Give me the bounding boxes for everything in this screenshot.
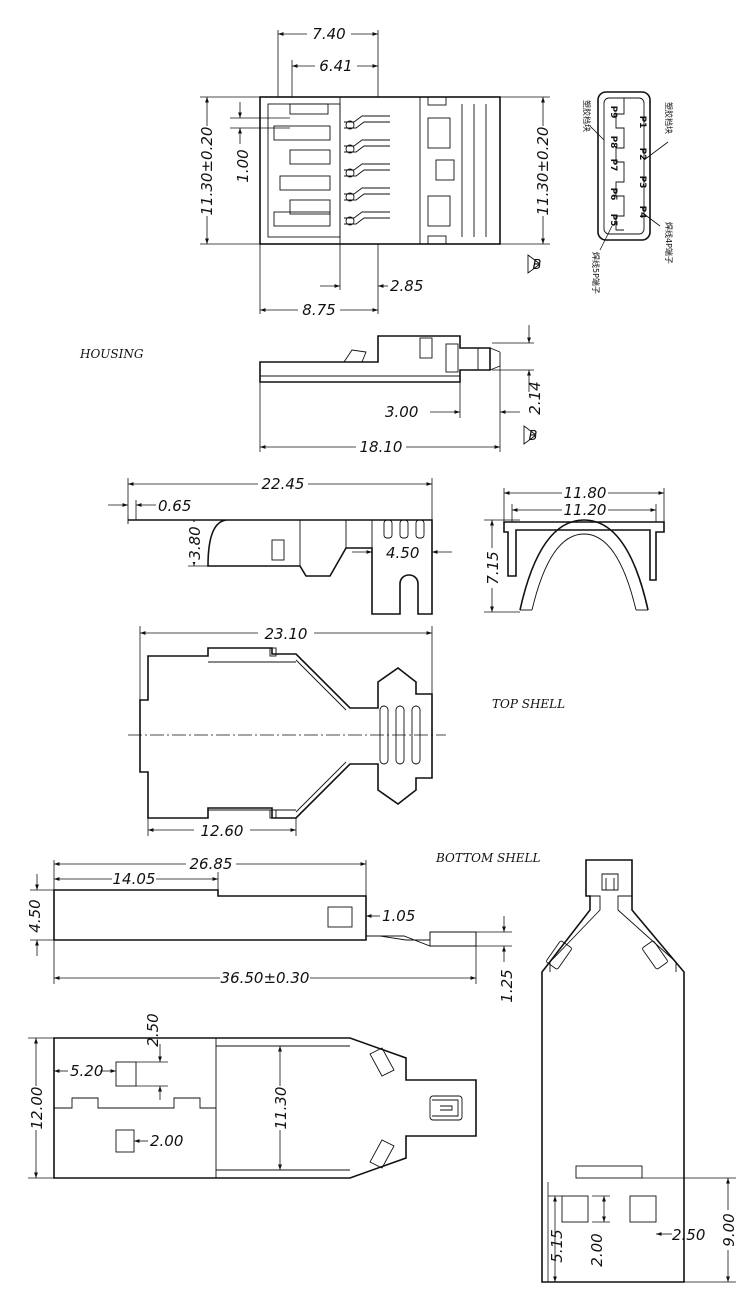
dim-26.85: 26.85 (190, 855, 233, 873)
dim-0.65: 0.65 (158, 497, 191, 515)
label-bottom-shell: BOTTOM SHELL (435, 851, 540, 865)
dim-22.45: 22.45 (262, 475, 305, 493)
dim-12.00: 12.00 (28, 1087, 46, 1130)
bottom-shell-plan-dimensions: 2.50 5.20 12.00 11.30 2.00 (28, 1013, 290, 1179)
dim-2.14: 2.14 (526, 381, 544, 414)
housing-side-view (259, 335, 501, 383)
pin-p6: P6 (608, 188, 618, 201)
pin-p3: P3 (637, 176, 647, 189)
dim-12.60: 12.60 (201, 822, 244, 840)
top-shell-end-dimensions: 11.80 11.20 7.15 (484, 484, 665, 613)
dim-11.30-right: 11.30±0.20 (534, 127, 552, 216)
dim-11.30-left: 11.30±0.20 (198, 127, 216, 216)
dim-3.80: 3.80 (186, 526, 204, 559)
dim-2.00-right: 2.00 (588, 1233, 606, 1266)
dim-1.25: 1.25 (498, 969, 516, 1002)
dim-1.00: 1.00 (234, 149, 252, 182)
cn-label-4p-terminal: 焊线4P端子 (664, 222, 674, 264)
dim-2.50-top: 2.50 (144, 1013, 162, 1046)
dim-23.10: 23.10 (265, 625, 308, 643)
pin-p7: P7 (608, 159, 618, 172)
bottom-shell-underside-dimensions: 5.15 2.00 2.50 9.00 (547, 1177, 738, 1283)
bottom-shell-plan-view (53, 1037, 477, 1179)
top-shell-plan-view (128, 647, 446, 819)
svg-text:B: B (533, 258, 542, 273)
dim-11.30-bottom: 11.30 (272, 1087, 290, 1130)
dim-7.40: 7.40 (312, 25, 345, 43)
label-housing: HOUSING (79, 347, 144, 361)
housing-side-dimensions: 2.14 3.00 18.10 B (259, 325, 544, 456)
dim-3.00: 3.00 (385, 403, 418, 421)
pin-p5: P5 (608, 214, 618, 227)
housing-end-view: P1 P2 P3 P4 P5 P6 P7 P8 P9 塑胶档块 塑胶档块 焊线5… (582, 91, 674, 294)
svg-text:B: B (529, 429, 538, 444)
bottom-shell-underside-view (541, 859, 685, 1283)
dim-2.00-left: 2.00 (150, 1132, 183, 1150)
dim-18.10: 18.10 (360, 438, 403, 456)
dim-4.50-top: 4.50 (386, 544, 419, 562)
datum-b-marker: B (527, 254, 542, 274)
dim-9.00: 9.00 (720, 1213, 738, 1246)
cn-label-plastic-stop-right: 塑胶档块 (664, 102, 674, 134)
pin-p2: P2 (637, 148, 647, 161)
dim-36.50: 36.50±0.30 (221, 969, 310, 987)
dim-2.50-right: 2.50 (672, 1226, 705, 1244)
cn-label-5p-terminal: 焊线5P端子 (591, 252, 601, 294)
cn-label-plastic-stop-left: 塑胶档块 (582, 100, 592, 132)
dim-4.50-bottom: 4.50 (26, 899, 44, 932)
housing-dimensions: 7.40 6.41 1.00 11.30±0.20 11.30±0.20 2.8… (198, 25, 552, 319)
pin-p8: P8 (608, 136, 618, 149)
dim-14.05: 14.05 (113, 870, 156, 888)
top-shell-side-view (127, 516, 433, 615)
bottom-shell-side-dimensions: 26.85 14.05 4.50 1.05 36.50±0.30 1.25 (26, 855, 516, 1003)
dim-5.20: 5.20 (70, 1062, 103, 1080)
top-shell-end-view (503, 519, 665, 611)
housing-top-view (259, 96, 501, 245)
dim-11.80: 11.80 (564, 484, 607, 502)
label-top-shell: TOP SHELL (492, 697, 565, 711)
pin-labels: P1 P2 P3 P4 P5 P6 P7 P8 P9 (608, 106, 647, 227)
dim-5.15: 5.15 (548, 1229, 566, 1262)
pin-p9: P9 (608, 106, 618, 119)
dim-1.05: 1.05 (382, 907, 415, 925)
housing-contacts (344, 115, 390, 226)
dim-8.75: 8.75 (302, 301, 335, 319)
dim-2.85: 2.85 (390, 277, 423, 295)
pin-p1: P1 (637, 116, 647, 129)
datum-b-marker-2: B (523, 425, 538, 445)
pin-p4: P4 (637, 206, 647, 219)
top-shell-side-dimensions: 22.45 0.65 3.80 4.50 (108, 475, 452, 567)
top-shell-plan-dimensions: 23.10 12.60 (139, 623, 433, 840)
dim-11.20: 11.20 (564, 501, 607, 519)
dim-6.41: 6.41 (319, 57, 352, 75)
dim-7.15: 7.15 (484, 551, 502, 584)
